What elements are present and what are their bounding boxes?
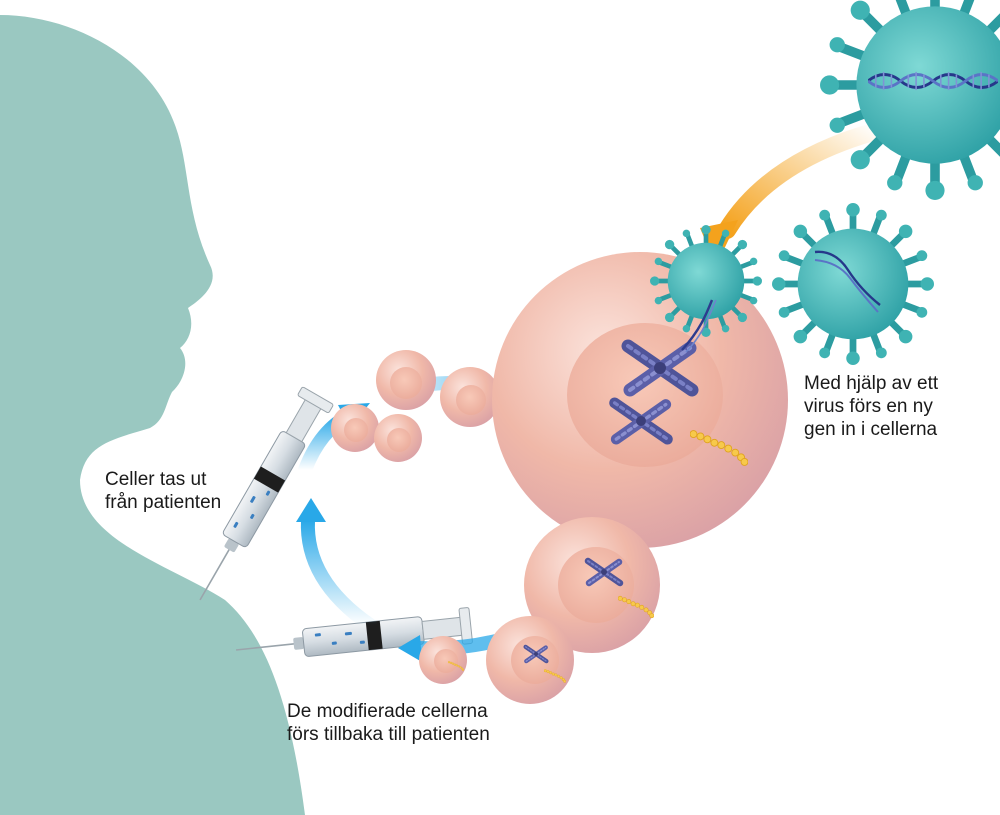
virus-delivery-arrow <box>718 121 889 239</box>
label-virus-insert-gene: Med hjälp av ett virus förs en ny gen in… <box>804 372 938 441</box>
dna-icon <box>814 250 881 306</box>
cell-nucleus <box>567 323 723 467</box>
label-line: från patienten <box>105 492 222 513</box>
virus-icon <box>650 225 762 353</box>
dna-icon <box>681 299 714 351</box>
arrow-head <box>296 498 326 522</box>
label-return-cells: De modifierade cellerna förs tillbaka ti… <box>287 700 490 746</box>
label-line: förs tillbaka till patienten <box>287 724 490 745</box>
extracted-cells <box>331 350 500 462</box>
patient-silhouette <box>0 15 305 815</box>
arrow-head <box>398 635 422 662</box>
target-cell <box>492 252 788 548</box>
label-line: gen in i cellerna <box>804 419 938 440</box>
label-line: De modifierade cellerna <box>287 701 488 722</box>
virus-icon <box>772 203 934 365</box>
arrow-up <box>300 513 377 632</box>
label-line: Celler tas ut <box>105 469 207 490</box>
label-line: Med hjälp av ett <box>804 373 939 394</box>
label-line: virus förs en ny <box>804 396 933 417</box>
label-extract-cells: Celler tas ut från patienten <box>105 468 221 514</box>
modified-cells <box>419 517 660 704</box>
virus-icon <box>820 0 1000 200</box>
